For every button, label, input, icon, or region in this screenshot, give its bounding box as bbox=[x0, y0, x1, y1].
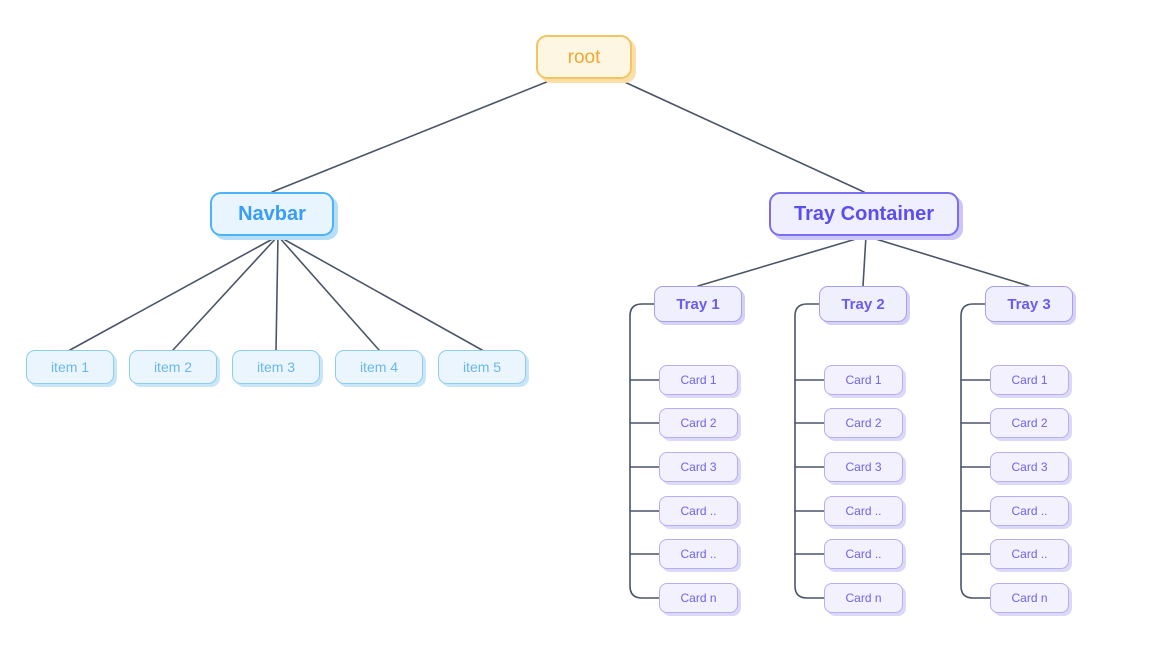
node-tray-2-card-3[interactable]: Card 3 bbox=[824, 452, 903, 482]
node-tray-2-card-4[interactable]: Card .. bbox=[824, 496, 903, 526]
edge-navbar-to-item-5 bbox=[277, 235, 483, 351]
node-navbar[interactable]: Navbar bbox=[210, 192, 334, 236]
node-item-3-label: item 3 bbox=[256, 359, 296, 375]
node-tray-2-card-6-label: Card n bbox=[845, 591, 882, 605]
node-item-2-label: item 2 bbox=[153, 359, 193, 375]
edge-tray-container-to-tray-3 bbox=[865, 235, 1030, 287]
node-tray-3-card-4[interactable]: Card .. bbox=[990, 496, 1069, 526]
node-tray-1-card-1-label: Card 1 bbox=[680, 373, 717, 387]
node-tray-3-label: Tray 3 bbox=[1007, 295, 1051, 313]
node-tray-1-card-5-label: Card .. bbox=[680, 547, 717, 561]
edge-tray-3-spine bbox=[960, 303, 991, 599]
node-tray-3-card-6-label: Card n bbox=[1011, 591, 1048, 605]
node-tray-container-label: Tray Container bbox=[793, 203, 935, 225]
node-tray-2-card-2[interactable]: Card 2 bbox=[824, 408, 903, 438]
node-tray-2-card-1[interactable]: Card 1 bbox=[824, 365, 903, 395]
node-tray-3-card-2-label: Card 2 bbox=[1011, 416, 1048, 430]
node-tray-3-card-3-label: Card 3 bbox=[1011, 460, 1048, 474]
node-tray-1-card-5[interactable]: Card .. bbox=[659, 539, 738, 569]
node-item-3[interactable]: item 3 bbox=[232, 350, 320, 384]
node-tray-3-card-5-label: Card .. bbox=[1011, 547, 1048, 561]
node-tray-1-label: Tray 1 bbox=[676, 295, 720, 313]
node-tray-container[interactable]: Tray Container bbox=[769, 192, 959, 236]
edge-navbar-to-item-4 bbox=[277, 235, 380, 351]
node-tray-1-card-2[interactable]: Card 2 bbox=[659, 408, 738, 438]
edge-navbar-to-item-1 bbox=[69, 235, 279, 351]
node-item-5-label: item 5 bbox=[462, 359, 502, 375]
node-tray-1-card-4[interactable]: Card .. bbox=[659, 496, 738, 526]
edge-navbar-to-item-3 bbox=[275, 235, 279, 351]
node-item-4-label: item 4 bbox=[359, 359, 399, 375]
node-tray-2-card-5-label: Card .. bbox=[845, 547, 882, 561]
node-tray-3[interactable]: Tray 3 bbox=[985, 286, 1073, 322]
node-item-1-label: item 1 bbox=[50, 359, 90, 375]
edge-tray-2-spine bbox=[794, 303, 825, 599]
node-item-1[interactable]: item 1 bbox=[26, 350, 114, 384]
node-tray-2-card-1-label: Card 1 bbox=[845, 373, 882, 387]
edge-root-to-tray-container bbox=[617, 78, 865, 193]
edge-tray-container-to-tray-1 bbox=[697, 235, 867, 287]
node-tray-2-label: Tray 2 bbox=[841, 295, 885, 313]
node-root-label: root bbox=[567, 46, 601, 68]
edge-tray-container-to-tray-2 bbox=[862, 235, 867, 287]
node-item-4[interactable]: item 4 bbox=[335, 350, 423, 384]
node-tray-3-card-1-label: Card 1 bbox=[1011, 373, 1048, 387]
node-tray-1-card-4-label: Card .. bbox=[680, 504, 717, 518]
node-tray-2-card-4-label: Card .. bbox=[845, 504, 882, 518]
node-tray-2-card-6[interactable]: Card n bbox=[824, 583, 903, 613]
node-tray-1-card-2-label: Card 2 bbox=[680, 416, 717, 430]
node-tray-3-card-1[interactable]: Card 1 bbox=[990, 365, 1069, 395]
node-tray-2[interactable]: Tray 2 bbox=[819, 286, 907, 322]
node-tray-1-card-6[interactable]: Card n bbox=[659, 583, 738, 613]
node-tray-1-card-3[interactable]: Card 3 bbox=[659, 452, 738, 482]
node-tray-2-card-2-label: Card 2 bbox=[845, 416, 882, 430]
node-tray-3-card-5[interactable]: Card .. bbox=[990, 539, 1069, 569]
node-tray-3-card-6[interactable]: Card n bbox=[990, 583, 1069, 613]
edge-tray-1-spine bbox=[629, 303, 660, 599]
edge-root-to-navbar bbox=[271, 78, 555, 193]
node-item-5[interactable]: item 5 bbox=[438, 350, 526, 384]
node-tray-1[interactable]: Tray 1 bbox=[654, 286, 742, 322]
node-tray-3-card-2[interactable]: Card 2 bbox=[990, 408, 1069, 438]
node-tray-1-card-6-label: Card n bbox=[680, 591, 717, 605]
node-tray-2-card-5[interactable]: Card .. bbox=[824, 539, 903, 569]
node-item-2[interactable]: item 2 bbox=[129, 350, 217, 384]
node-tray-3-card-4-label: Card .. bbox=[1011, 504, 1048, 518]
node-tray-1-card-1[interactable]: Card 1 bbox=[659, 365, 738, 395]
node-tray-3-card-3[interactable]: Card 3 bbox=[990, 452, 1069, 482]
node-navbar-label: Navbar bbox=[238, 203, 306, 225]
node-root[interactable]: root bbox=[536, 35, 632, 79]
node-tray-1-card-3-label: Card 3 bbox=[680, 460, 717, 474]
edge-navbar-to-item-2 bbox=[172, 235, 279, 351]
node-tray-2-card-3-label: Card 3 bbox=[845, 460, 882, 474]
